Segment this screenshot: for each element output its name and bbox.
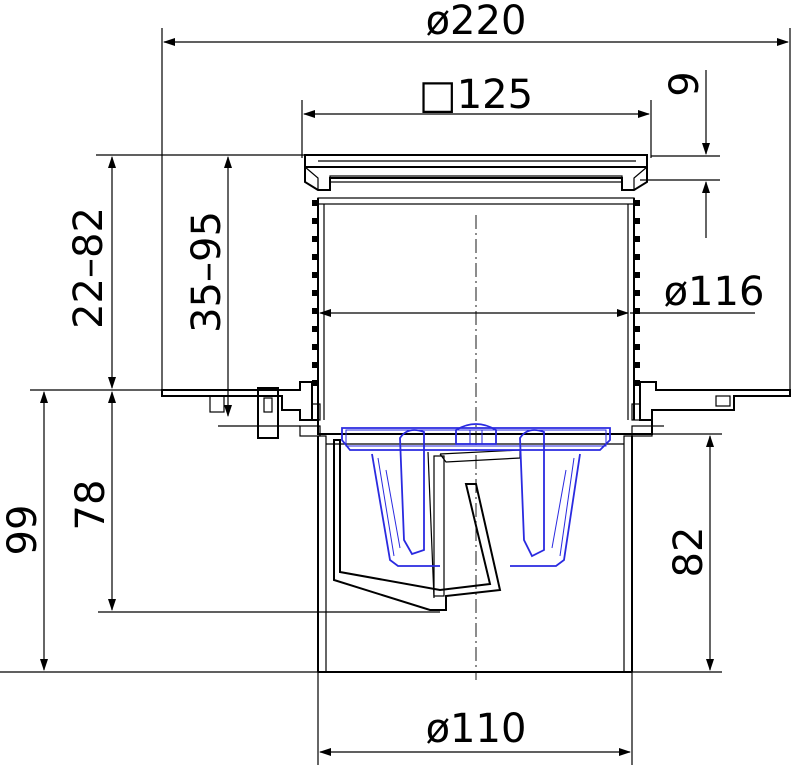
- label-trap-height: 78: [68, 480, 114, 531]
- trap-body: [333, 439, 521, 611]
- label-riser-diameter: ø116: [664, 269, 765, 315]
- odor-trap-insert: [341, 423, 611, 567]
- dimension-trap-height: 78: [68, 391, 440, 613]
- dimension-height-b: 35–95: [184, 156, 232, 417]
- dimension-grate-thickness: 9: [640, 70, 720, 238]
- dimension-height-a: 22–82: [30, 154, 306, 391]
- label-total-height: 99: [0, 505, 46, 556]
- drain-body-flange: [161, 381, 791, 439]
- outlet-pipe: [317, 435, 633, 673]
- adjustable-riser: [311, 197, 641, 421]
- dimension-riser-diameter: ø116: [319, 269, 765, 317]
- label-grate-size: □125: [419, 72, 533, 118]
- dimension-outlet-diameter: ø110: [317, 672, 633, 765]
- label-outer-diameter: ø220: [426, 0, 527, 44]
- riser-ribs-left: [312, 200, 318, 386]
- dimension-outer-diameter: ø220: [161, 0, 791, 390]
- label-height-a: 22–82: [66, 207, 112, 329]
- dimension-total-height: 99: [0, 391, 320, 673]
- label-height-b: 35–95: [184, 211, 230, 333]
- dimension-outlet-height: 82: [630, 433, 722, 673]
- label-outlet-diameter: ø110: [426, 706, 527, 752]
- dimension-grate-size: □125: [301, 72, 652, 158]
- riser-ribs-right: [634, 200, 640, 386]
- label-grate-thickness: 9: [662, 71, 708, 96]
- grate-frame: [304, 154, 648, 192]
- label-outlet-height: 82: [666, 527, 712, 578]
